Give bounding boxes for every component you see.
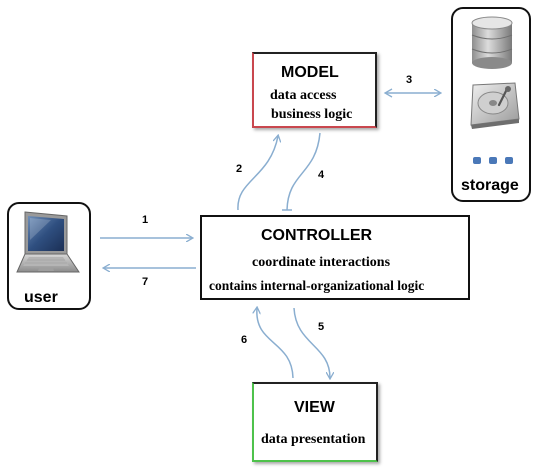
controller-line-logic: contains internal-organizational logic <box>209 278 425 293</box>
model-line-business-logic: business logic <box>271 107 353 122</box>
arrow-label-7: 7 <box>142 276 149 288</box>
user-box: user <box>7 202 91 310</box>
arrow-label-1: 1 <box>142 214 149 226</box>
arrow-5 <box>293 307 330 378</box>
arrow-label-4: 4 <box>318 169 325 181</box>
arrow-label-6: 6 <box>241 334 248 346</box>
arrow-label-2: 2 <box>236 163 243 175</box>
arrow-4 <box>286 132 321 211</box>
arrow-label-3: 3 <box>406 74 413 86</box>
hard-drive-icon <box>470 82 520 129</box>
arrow-2 <box>237 136 278 211</box>
more-dots-icon <box>473 157 513 164</box>
user-label: user <box>24 289 58 306</box>
laptop-icon <box>16 211 80 273</box>
arrow-label-5: 5 <box>318 321 325 333</box>
view-line-presentation: data presentation <box>261 432 366 447</box>
arrow-6 <box>257 308 294 379</box>
controller-box: CONTROLLER coordinate interactions conta… <box>200 215 470 300</box>
view-title: VIEW <box>294 399 335 416</box>
model-line-data-access: data access <box>270 88 337 103</box>
storage-box: storage <box>451 7 531 202</box>
model-box: MODEL data access business logic <box>252 52 377 128</box>
controller-title: CONTROLLER <box>261 227 373 244</box>
view-box: VIEW data presentation <box>252 382 378 462</box>
controller-line-coordinate: coordinate interactions <box>252 255 391 270</box>
model-title: MODEL <box>281 64 339 81</box>
database-icon <box>471 16 513 69</box>
storage-label: storage <box>461 177 519 194</box>
